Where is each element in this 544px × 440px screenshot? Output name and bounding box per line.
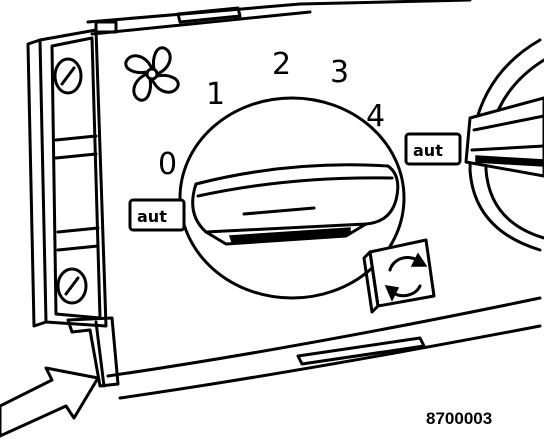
fan-icon: [124, 46, 180, 102]
dial-position-3: 3: [330, 55, 349, 90]
fan-speed-dial[interactable]: 0 1 2 3 4: [158, 47, 406, 300]
air-direction-label-left: aut: [128, 198, 186, 232]
figure-number: 8700003: [426, 409, 492, 428]
dial-position-0: 0: [158, 147, 177, 182]
control-panel-housing: [86, 0, 542, 400]
air-distribution-dial[interactable]: [464, 38, 544, 252]
air-direction-label-right: aut: [404, 132, 462, 166]
dial-position-4: 4: [366, 99, 385, 134]
svg-text:aut: aut: [137, 207, 167, 226]
screw-icon: [53, 57, 83, 95]
recirculation-icon: [384, 252, 428, 302]
dial-position-2: 2: [272, 47, 291, 82]
screw-icon: [56, 267, 88, 305]
svg-text:aut: aut: [413, 141, 443, 160]
left-mounting-bracket: [26, 28, 120, 388]
dial-knob-handle[interactable]: [191, 163, 400, 246]
dial-position-1: 1: [206, 77, 225, 112]
recirculation-button[interactable]: [362, 238, 436, 314]
pointer-arrow-icon: [0, 366, 100, 438]
